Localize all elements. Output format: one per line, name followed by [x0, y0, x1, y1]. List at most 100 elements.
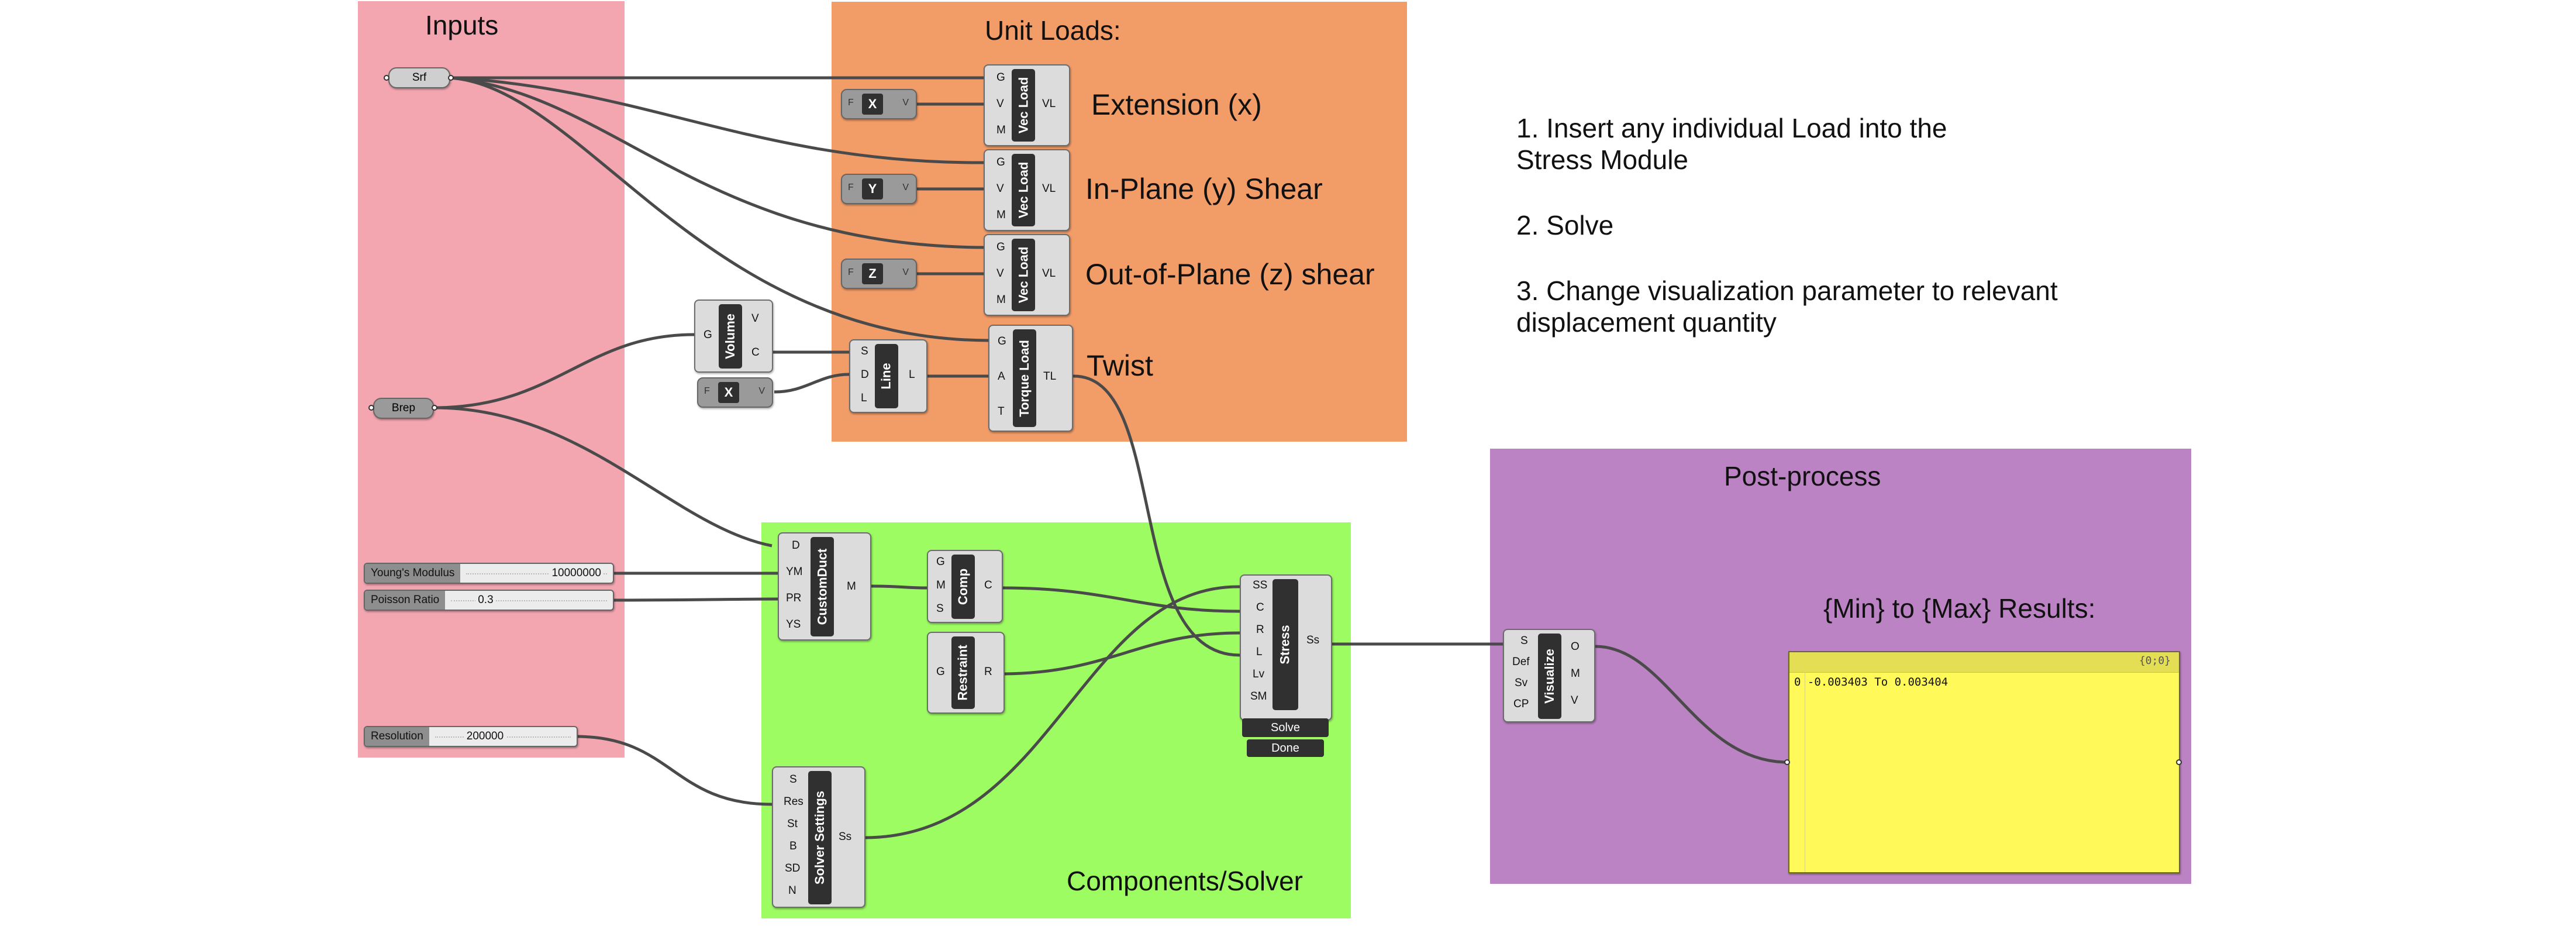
results-panel[interactable]: {0;0} 0 -0.003403 To 0.003404 — [1788, 651, 2180, 873]
unit-x-vector-2[interactable]: F X V — [697, 377, 773, 408]
solver-in-s: S — [789, 773, 797, 786]
srf-output-pin[interactable] — [448, 75, 454, 81]
comp-out: C — [984, 579, 992, 591]
customduct-out: M — [847, 580, 856, 593]
panel-input-pin[interactable] — [1784, 759, 1790, 765]
stress-in-ss: SS — [1253, 579, 1268, 591]
visualize-component[interactable]: S Def Sv CP Visualize O M V — [1503, 629, 1595, 722]
custom-duct-label: CustomDuct — [811, 537, 834, 636]
unit-y-output: V — [902, 183, 909, 192]
solver-in-res: Res — [784, 796, 804, 808]
unit-x2-output: V — [758, 386, 765, 396]
brep-param[interactable]: Brep — [373, 398, 434, 419]
vec-load-3-in-v: V — [996, 267, 1004, 280]
torque-out: TL — [1043, 370, 1057, 383]
youngs-modulus-slider[interactable]: Young's Modulus 10000000 — [364, 563, 614, 584]
stress-label: Stress — [1273, 579, 1298, 710]
poisson-ratio-track[interactable]: 0.3 — [445, 591, 613, 610]
unit-z-vector[interactable]: F Z V — [841, 259, 917, 289]
visualize-out-v: V — [1571, 694, 1578, 707]
panel-output-pin[interactable] — [2176, 759, 2182, 765]
vec-load-1-in-g: G — [996, 71, 1005, 84]
comp-in-s: S — [936, 603, 944, 615]
stress-component[interactable]: SS C R L Lv SM Stress Ss — [1240, 574, 1332, 721]
vec-load-2-in-m: M — [996, 209, 1006, 221]
customduct-in-ys: YS — [786, 618, 801, 631]
visualize-in-sv: Sv — [1515, 677, 1528, 689]
comp-label: Comp — [951, 555, 975, 619]
vec-load-component-2[interactable]: G V M Vec Load VL — [984, 149, 1070, 231]
customduct-in-d: D — [792, 539, 800, 552]
solver-in-st: St — [787, 818, 798, 830]
comp-in-g: G — [936, 556, 945, 568]
restraint-component[interactable]: G Restraint R — [927, 632, 1005, 714]
inputs-group-title: Inputs — [425, 10, 499, 40]
components-solver-group-title: Components/Solver — [1067, 866, 1303, 896]
stress-in-l: L — [1256, 646, 1263, 658]
in-plane-label: In-Plane (y) Shear — [1085, 173, 1323, 205]
brep-output-pin[interactable] — [432, 405, 437, 411]
vec-load-1-in-v: V — [996, 98, 1004, 110]
instruction-1b: Stress Module — [1516, 144, 1689, 175]
stress-in-r: R — [1256, 624, 1264, 636]
vec-load-3-out: VL — [1042, 267, 1056, 280]
torque-load-component[interactable]: G A T Torque Load TL — [988, 325, 1073, 432]
comp-component[interactable]: G M S Comp C — [927, 550, 1003, 623]
out-of-plane-label: Out-of-Plane (z) shear — [1085, 258, 1375, 291]
visualize-in-s: S — [1520, 635, 1528, 647]
torque-in-g: G — [998, 335, 1006, 347]
volume-label: Volume — [719, 304, 742, 369]
torque-in-a: A — [998, 370, 1005, 383]
torque-load-label: Torque Load — [1013, 329, 1036, 427]
srf-param-label: Srf — [412, 71, 427, 84]
vec-load-1-in-m: M — [996, 124, 1006, 136]
stress-in-c: C — [1256, 601, 1264, 614]
vec-load-2-in-g: G — [996, 156, 1005, 168]
unit-x-vector[interactable]: F X V — [841, 89, 917, 119]
custom-duct-component[interactable]: D YM PR YS CustomDuct M — [778, 532, 871, 641]
instruction-1a: 1. Insert any individual Load into the — [1516, 113, 1947, 143]
resolution-value: 200000 — [464, 730, 506, 743]
visualize-in-cp: CP — [1513, 698, 1529, 710]
resolution-track[interactable]: 200000 — [429, 727, 577, 746]
solver-out: Ss — [839, 831, 852, 843]
volume-out-c: C — [751, 346, 760, 359]
resolution-label: Resolution — [365, 727, 429, 746]
solve-button[interactable]: Solve — [1242, 718, 1329, 737]
solver-in-n: N — [788, 884, 796, 897]
vec-load-1-label: Vec Load — [1012, 69, 1035, 142]
twist-label: Twist — [1087, 349, 1153, 382]
poisson-ratio-label: Poisson Ratio — [365, 591, 446, 610]
extension-label: Extension (x) — [1091, 88, 1262, 121]
resolution-slider[interactable]: Resolution 200000 — [364, 726, 578, 747]
srf-input-pin[interactable] — [384, 75, 389, 81]
volume-component[interactable]: G Volume V C — [694, 300, 773, 373]
youngs-modulus-value: 10000000 — [549, 567, 604, 580]
unit-z-output: V — [902, 267, 909, 277]
post-process-group-title: Post-process — [1724, 461, 1881, 491]
vec-load-component-3[interactable]: G V M Vec Load VL — [984, 234, 1070, 316]
line-component[interactable]: S D L Line L — [849, 339, 927, 413]
brep-input-pin[interactable] — [368, 405, 374, 411]
line-in-d: D — [861, 369, 869, 381]
line-out: L — [909, 369, 915, 381]
results-panel-path: {0;0} — [2139, 655, 2171, 667]
unit-y-input: F — [848, 183, 854, 192]
visualize-in-def: Def — [1512, 656, 1530, 668]
poisson-ratio-slider[interactable]: Poisson Ratio 0.3 — [364, 590, 614, 611]
srf-param[interactable]: Srf — [388, 67, 450, 88]
done-status: Done — [1247, 739, 1324, 757]
unit-y-label: Y — [862, 178, 883, 199]
solver-settings-component[interactable]: S Res St B SD N Solver Settings Ss — [772, 766, 865, 908]
vec-load-3-in-g: G — [996, 241, 1005, 253]
stress-in-lv: Lv — [1253, 668, 1265, 680]
unit-z-label: Z — [862, 263, 883, 284]
unit-loads-group-title: Unit Loads: — [985, 15, 1121, 46]
brep-param-label: Brep — [391, 402, 416, 414]
youngs-modulus-track[interactable]: 10000000 — [460, 564, 613, 583]
vec-load-component-1[interactable]: G V M Vec Load VL — [984, 64, 1070, 146]
restraint-out: R — [984, 666, 992, 678]
unit-y-vector[interactable]: F Y V — [841, 174, 917, 204]
line-in-s: S — [861, 345, 868, 357]
